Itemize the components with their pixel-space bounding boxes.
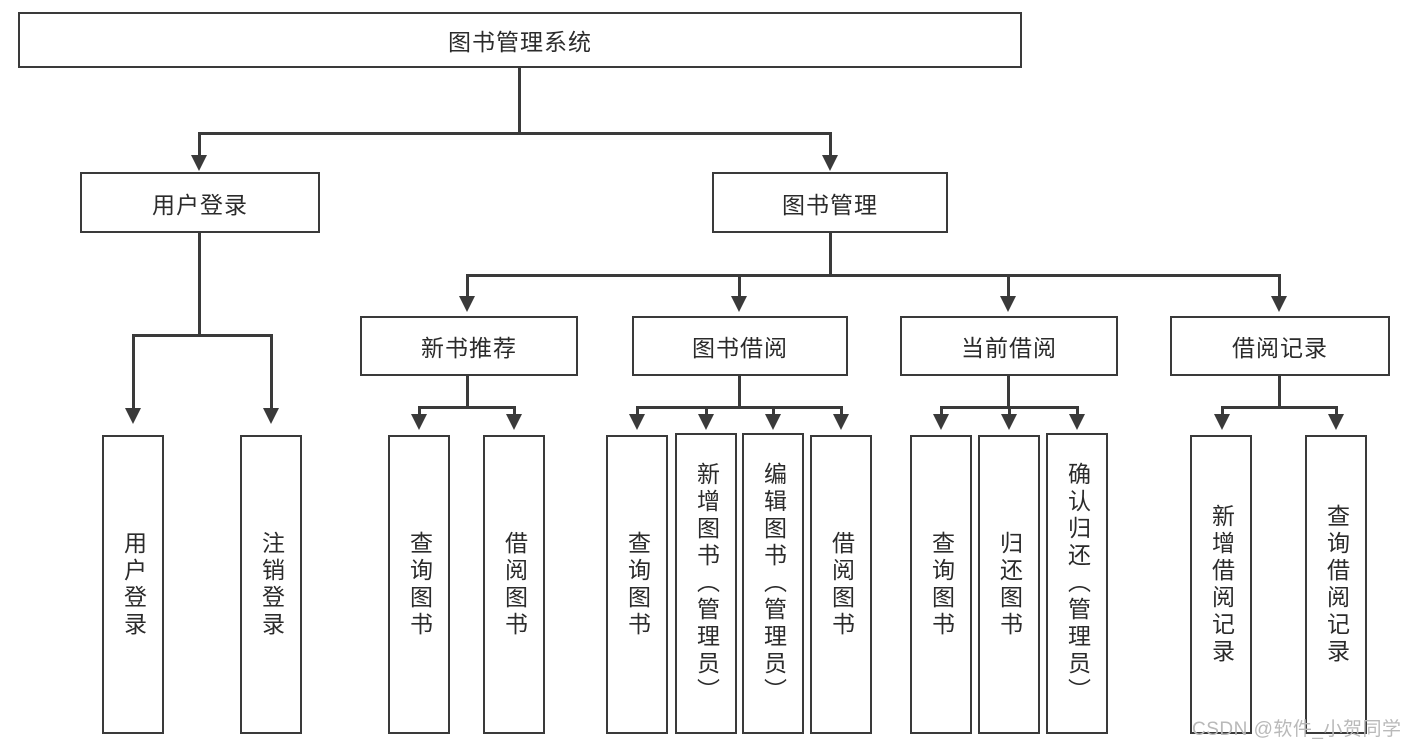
arrow-current-borrow-leaf-1 [933, 414, 949, 430]
node-leaf-query-book-borrow[interactable]: 查询图书 [606, 435, 668, 734]
connector-book-manage-drop-4 [1278, 274, 1281, 298]
connector-borrow-record-bus [1221, 406, 1338, 409]
arrow-user-login-leaf-1 [125, 408, 141, 424]
connector-current-borrow-drop-2 [1008, 406, 1011, 416]
node-label: 图书管理 [782, 191, 878, 218]
arrow-book-borrow-leaf-1 [629, 414, 645, 430]
node-label: 借阅记录 [1232, 335, 1328, 361]
node-leaf-logout-login[interactable]: 注销登录 [240, 435, 302, 734]
connector-current-borrow-drop-3 [1076, 406, 1079, 416]
arrow-root-to-user-login [191, 155, 207, 171]
connector-book-manage-drop-3 [1007, 274, 1010, 298]
node-borrow-record[interactable]: 借阅记录 [1170, 316, 1390, 376]
connector-user-login-stem [198, 232, 201, 336]
node-root-book-management-system[interactable]: 图书管理系统 [18, 12, 1022, 68]
node-leaf-add-book-admin[interactable]: 新增图书（管理员） [675, 433, 737, 734]
arrow-borrow-record-leaf-1 [1214, 414, 1230, 430]
watermark-csdn: CSDN @软件_小贺同学 [1192, 719, 1402, 740]
node-leaf-query-book-recommend[interactable]: 查询图书 [388, 435, 450, 734]
connector-book-manage-stem [829, 232, 832, 276]
node-label: 确认归还（管理员） [1064, 462, 1091, 705]
arrow-borrow-record-leaf-2 [1328, 414, 1344, 430]
node-leaf-user-login[interactable]: 用户登录 [102, 435, 164, 734]
connector-book-borrow-bus [636, 406, 842, 409]
node-label: 查询图书 [624, 530, 651, 639]
connector-new-book-bus [418, 406, 516, 409]
node-label: 编辑图书（管理员） [760, 462, 787, 705]
node-book-borrow[interactable]: 图书借阅 [632, 316, 848, 376]
arrow-book-manage-to-current-borrow [1000, 296, 1016, 312]
connector-borrow-record-drop-1 [1221, 406, 1224, 416]
connector-borrow-record-drop-2 [1335, 406, 1338, 416]
node-label: 新增图书（管理员） [693, 462, 720, 705]
connector-new-book-stem [466, 375, 469, 408]
node-label: 图书管理系统 [448, 29, 592, 55]
node-label: 图书借阅 [692, 335, 788, 361]
node-label: 归还图书 [996, 530, 1023, 639]
arrow-root-to-book-manage [822, 155, 838, 171]
arrow-new-book-leaf-2 [506, 414, 522, 430]
node-leaf-confirm-return-admin[interactable]: 确认归还（管理员） [1046, 433, 1108, 734]
arrow-new-book-leaf-1 [411, 414, 427, 430]
connector-user-login-drop-2 [270, 334, 273, 410]
connector-book-borrow-drop-4 [840, 406, 843, 416]
connector-user-login-drop-1 [132, 334, 135, 410]
connector-book-borrow-drop-1 [636, 406, 639, 416]
node-label: 用户登录 [152, 191, 248, 218]
node-label: 新书推荐 [421, 335, 517, 361]
node-leaf-query-borrow-record[interactable]: 查询借阅记录 [1305, 435, 1367, 734]
node-current-borrow[interactable]: 当前借阅 [900, 316, 1118, 376]
connector-book-borrow-stem [738, 375, 741, 408]
arrow-current-borrow-leaf-2 [1001, 414, 1017, 430]
connector-new-book-drop-2 [513, 406, 516, 416]
arrow-user-login-leaf-2 [263, 408, 279, 424]
node-leaf-borrow-book-recommend[interactable]: 借阅图书 [483, 435, 545, 734]
node-leaf-borrow-book-borrow[interactable]: 借阅图书 [810, 435, 872, 734]
connector-current-borrow-stem [1007, 375, 1010, 408]
connector-borrow-record-stem [1278, 375, 1281, 408]
arrow-book-manage-to-new-book [459, 296, 475, 312]
node-label: 借阅图书 [501, 530, 528, 639]
arrow-book-manage-to-borrow-record [1271, 296, 1287, 312]
node-leaf-query-book-current[interactable]: 查询图书 [910, 435, 972, 734]
connector-root-stem [518, 67, 521, 134]
node-user-login[interactable]: 用户登录 [80, 172, 320, 233]
connector-book-manage-drop-1 [466, 274, 469, 298]
connector-current-borrow-drop-1 [940, 406, 943, 416]
connector-root-bus [198, 132, 831, 135]
node-label: 查询借阅记录 [1323, 503, 1350, 666]
arrow-book-borrow-leaf-4 [833, 414, 849, 430]
connector-book-borrow-drop-2 [705, 406, 708, 416]
node-leaf-edit-book-admin[interactable]: 编辑图书（管理员） [742, 433, 804, 734]
arrow-book-borrow-leaf-3 [765, 414, 781, 430]
arrow-book-borrow-leaf-2 [698, 414, 714, 430]
node-label: 当前借阅 [961, 335, 1057, 361]
node-label: 查询图书 [928, 530, 955, 639]
node-label: 新增借阅记录 [1208, 503, 1235, 666]
connector-book-manage-drop-2 [738, 274, 741, 298]
node-leaf-return-book[interactable]: 归还图书 [978, 435, 1040, 734]
connector-root-to-book-manage [829, 132, 832, 158]
node-label: 用户登录 [120, 530, 147, 639]
connector-user-login-bus [132, 334, 272, 337]
node-new-book-recommend[interactable]: 新书推荐 [360, 316, 578, 376]
node-leaf-add-borrow-record[interactable]: 新增借阅记录 [1190, 435, 1252, 734]
node-label: 借阅图书 [828, 530, 855, 639]
arrow-current-borrow-leaf-3 [1069, 414, 1085, 430]
connector-new-book-drop-1 [418, 406, 421, 416]
node-label: 注销登录 [258, 530, 285, 639]
connector-book-borrow-drop-3 [772, 406, 775, 416]
node-label: 查询图书 [406, 530, 433, 639]
connector-book-manage-bus [466, 274, 1278, 277]
node-book-management[interactable]: 图书管理 [712, 172, 948, 233]
connector-root-to-user-login [198, 132, 201, 158]
arrow-book-manage-to-book-borrow [731, 296, 747, 312]
